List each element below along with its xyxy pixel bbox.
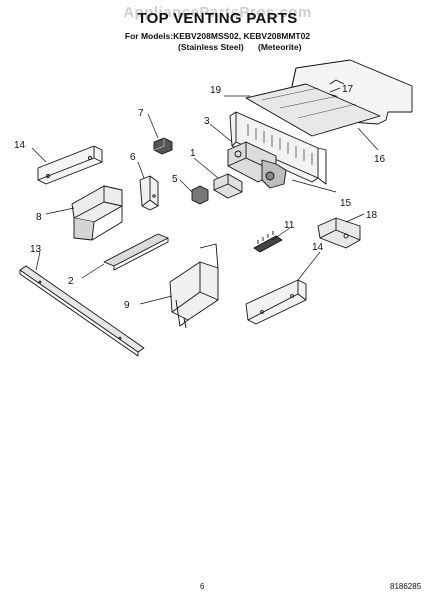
callout-8: 8 <box>36 212 42 223</box>
models-line: For Models:KEBV208MSS02, KEBV208MMT02 <box>124 31 311 41</box>
callout-1: 1 <box>190 148 196 159</box>
callout-17: 17 <box>342 84 354 95</box>
finish-meteorite: (Meteorite) <box>258 42 302 52</box>
page-number: 6 <box>200 582 205 591</box>
callout-2: 2 <box>68 276 74 287</box>
part-11-terminal-strip <box>253 231 283 253</box>
part-8-duct <box>71 185 123 241</box>
part-15-blower-assembly <box>227 141 287 189</box>
part-7-switch <box>153 137 173 155</box>
callout-6: 6 <box>130 152 136 163</box>
callout-15: 15 <box>340 198 352 209</box>
callout-13: 13 <box>30 244 42 255</box>
callout-18: 19 <box>210 85 222 96</box>
callout-3: 3 <box>204 116 210 127</box>
document-number: 8186285 <box>390 582 422 591</box>
callout-11: 11 <box>284 220 295 231</box>
part-18-grille-plate <box>245 83 381 137</box>
part-1-sensor-block <box>213 173 243 199</box>
part-5-thermostat <box>191 185 209 205</box>
part-6-l-bracket <box>139 175 159 211</box>
callout-16: 16 <box>374 154 386 165</box>
page-title: TOP VENTING PARTS <box>137 10 298 27</box>
watermark: AppliancePartsPros.com <box>123 4 312 21</box>
leader-lines <box>31 87 379 305</box>
part-13-long-strip <box>19 265 145 357</box>
callout-9: 9 <box>124 300 130 311</box>
part-2-rail <box>103 233 169 271</box>
callout-19: 18 <box>366 210 378 221</box>
part-3-perforated-bracket <box>229 111 327 185</box>
finish-stainless: (Stainless Steel) <box>178 42 244 52</box>
callout-7: 7 <box>138 108 144 119</box>
part-19-bracket <box>317 217 361 249</box>
part-9-duct-box <box>169 243 219 329</box>
part-14-left-bracket <box>37 145 103 185</box>
callout-5: 5 <box>172 174 178 185</box>
part-14-right-bracket <box>245 279 307 325</box>
callout-14-left: 14 <box>14 140 26 151</box>
callout-14-right: 14 <box>312 242 324 253</box>
